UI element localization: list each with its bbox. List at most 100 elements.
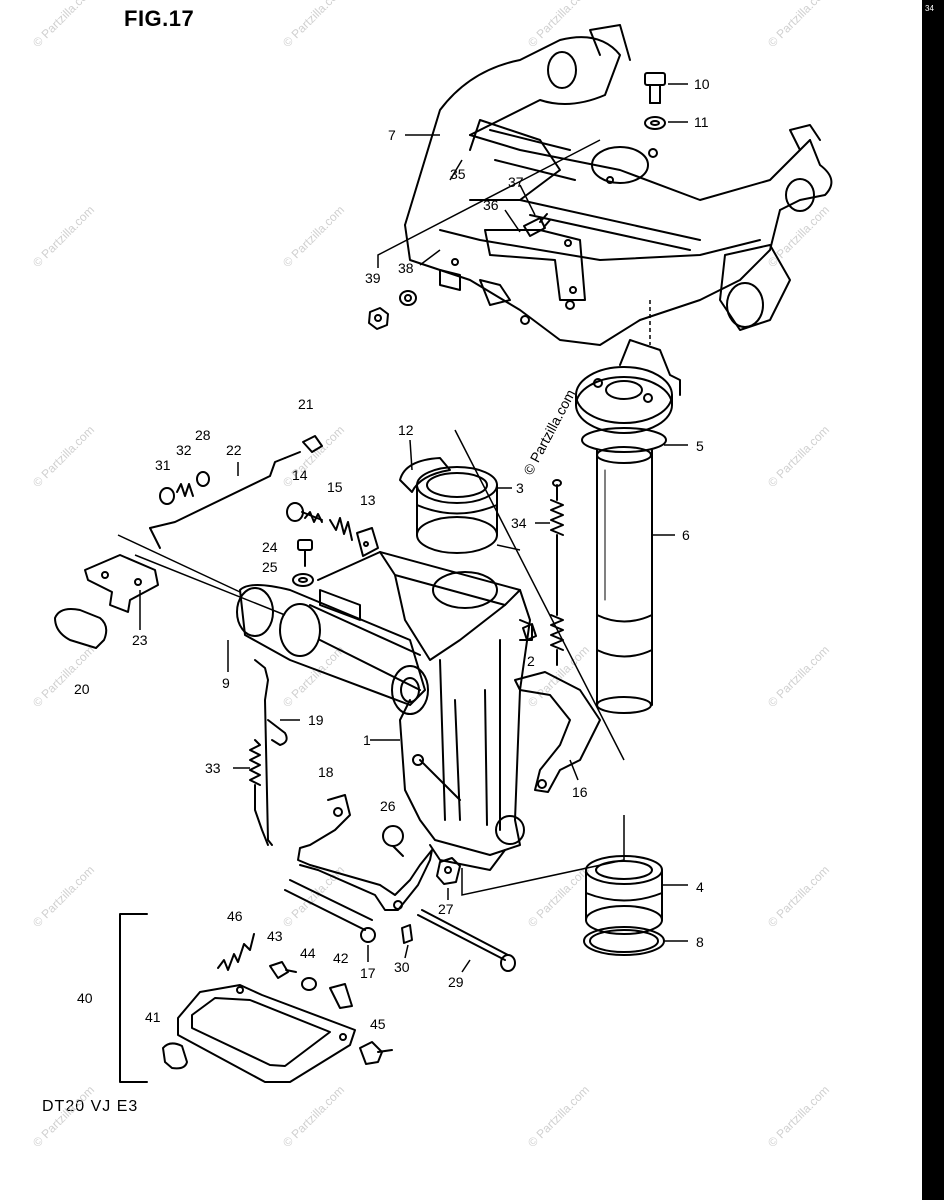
callout-label: 23 — [132, 632, 148, 648]
callout-label: 16 — [572, 784, 588, 800]
nut-part — [368, 307, 389, 330]
leader-line — [404, 944, 409, 959]
washer-part — [292, 573, 314, 587]
clamp-bracket-part — [317, 551, 533, 871]
pin-part — [401, 924, 413, 944]
callout-label: 7 — [388, 127, 396, 143]
callout-label: 29 — [448, 974, 464, 990]
washer-part — [196, 471, 210, 487]
callout-label: 1 — [363, 732, 371, 748]
nut-part — [399, 290, 417, 306]
callout-label: 24 — [262, 539, 278, 555]
spring-part — [176, 483, 194, 497]
callout-label: 44 — [300, 945, 316, 961]
callout-label: 10 — [694, 76, 710, 92]
leader-line — [449, 159, 463, 181]
callout-label: 32 — [176, 442, 192, 458]
callout-label: 43 — [267, 928, 283, 944]
spring-part — [550, 479, 564, 666]
bushing-part — [585, 855, 663, 935]
rod-part — [149, 451, 301, 549]
callout-label: 13 — [360, 492, 376, 508]
callout-label: 46 — [227, 908, 243, 924]
bracket-part — [84, 554, 159, 613]
callout-label: 38 — [398, 260, 414, 276]
reference-line — [117, 534, 241, 593]
callout-label: 31 — [155, 457, 171, 473]
bolt-part — [644, 72, 666, 104]
leader-line — [419, 249, 441, 266]
callout-label: 11 — [694, 114, 709, 130]
edge-mark: 34 — [925, 4, 934, 13]
plug-part — [302, 435, 323, 453]
bushing-part — [399, 457, 498, 554]
callout-labels: 1 2 3 4 5 6 7 8 9 10 11 12 13 14 15 16 1… — [74, 76, 710, 1032]
swivel-bracket-part — [404, 24, 833, 346]
callout-label: 6 — [682, 527, 690, 543]
bolt-part — [297, 539, 313, 567]
callout-label: 9 — [222, 675, 230, 691]
callout-label: 34 — [511, 515, 527, 531]
washer-part — [644, 116, 666, 130]
page-edge-bar — [922, 0, 944, 1200]
leader-line — [519, 184, 536, 216]
callout-label: 35 — [450, 166, 466, 182]
lever-part — [514, 671, 601, 793]
washer-part — [301, 977, 317, 991]
bracket-part — [329, 983, 353, 1009]
callout-label: 27 — [438, 901, 454, 917]
callout-label: 37 — [508, 174, 524, 190]
leader-line — [569, 759, 579, 781]
callout-label: 26 — [380, 798, 396, 814]
callout-label: 41 — [145, 1009, 161, 1025]
bolt-part — [286, 502, 323, 523]
callout-label: 39 — [365, 270, 381, 286]
callout-label: 33 — [205, 760, 221, 776]
callout-label: 2 — [527, 653, 535, 669]
nipple-part — [522, 623, 537, 641]
bolt-part — [417, 909, 516, 972]
spring-part — [249, 739, 269, 846]
callout-label: 42 — [333, 950, 349, 966]
leader-line — [461, 959, 471, 973]
spring-part — [329, 517, 353, 541]
clamp-arm-part — [236, 584, 426, 706]
callout-label: 3 — [516, 480, 524, 496]
bolt-part — [159, 487, 175, 505]
callout-label: 25 — [262, 559, 278, 575]
callout-label: 15 — [327, 479, 343, 495]
leader-line — [409, 439, 413, 471]
bracket-part — [297, 794, 433, 911]
spring-part — [217, 933, 255, 971]
o-ring-part — [583, 926, 665, 956]
callout-label: 5 — [696, 438, 704, 454]
reference-line — [454, 429, 625, 761]
bolt-part — [523, 213, 551, 237]
bolt-part — [382, 825, 404, 857]
knob-part — [54, 608, 108, 649]
plate-part — [484, 229, 586, 301]
callout-label: 21 — [298, 396, 314, 412]
bracket-part — [356, 527, 379, 557]
callout-label: 4 — [696, 879, 704, 895]
grip-part — [162, 1042, 188, 1070]
tilt-lever-part — [177, 984, 356, 1083]
bolt-part — [269, 961, 297, 979]
reference-line — [496, 544, 521, 551]
reference-line — [134, 554, 286, 616]
callout-label: 30 — [394, 959, 410, 975]
callout-label: 28 — [195, 427, 211, 443]
callout-label: 18 — [318, 764, 334, 780]
reference-line — [461, 815, 625, 896]
shaft-part — [284, 879, 376, 943]
rod-part — [254, 659, 288, 846]
callout-label: 17 — [360, 965, 376, 981]
steering-tube-part — [596, 446, 653, 714]
callout-label: 22 — [226, 442, 242, 458]
callout-label: 14 — [292, 467, 308, 483]
callout-label: 12 — [398, 422, 414, 438]
callout-label: 40 — [77, 990, 93, 1006]
callout-label: 8 — [696, 934, 704, 950]
